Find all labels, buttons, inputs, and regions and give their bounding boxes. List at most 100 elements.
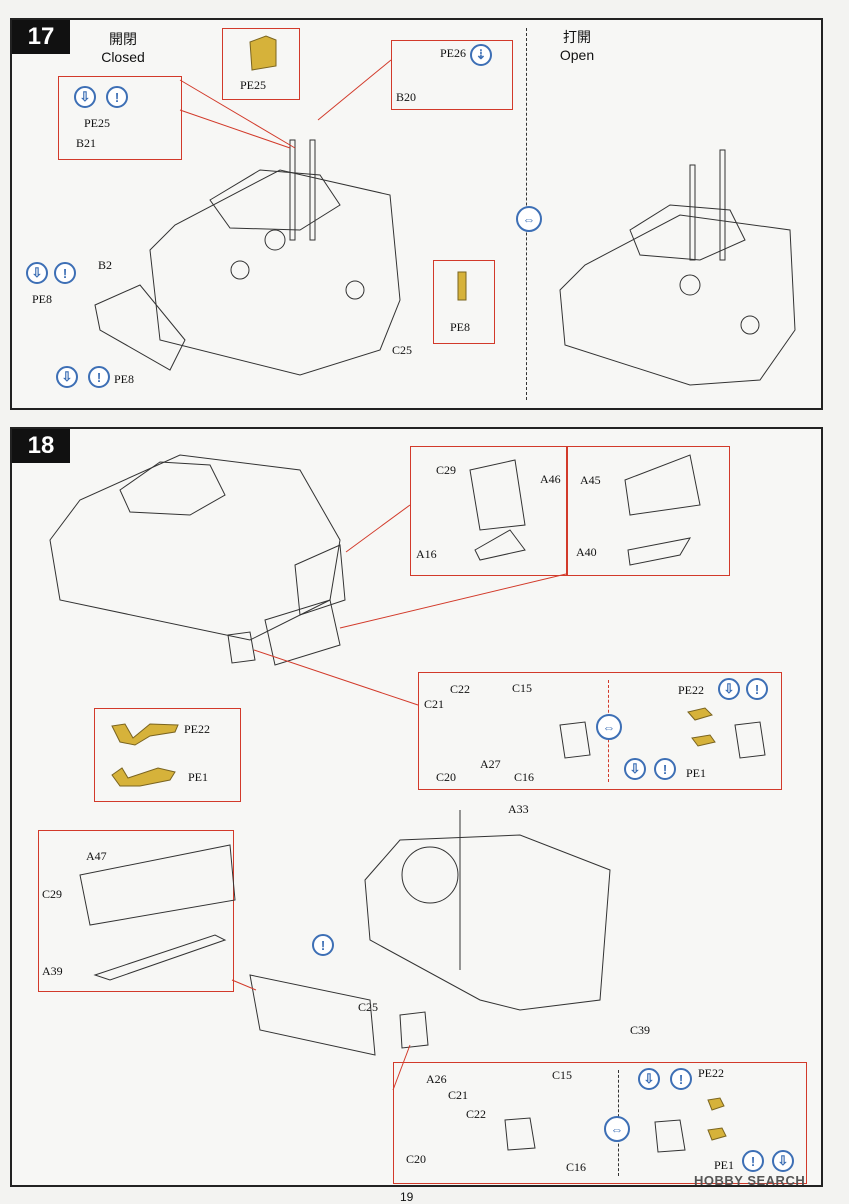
open-cjk: 打開 [563, 29, 591, 45]
hatch [345, 280, 365, 300]
part-label: A27 [480, 757, 501, 771]
part-label: A33 [508, 802, 529, 816]
part-label: C25 [392, 343, 413, 357]
bend-icon: ⇩ [56, 366, 78, 388]
part-label: C16 [514, 770, 535, 784]
hull-open [559, 214, 796, 386]
leader-line [179, 109, 291, 149]
leader-line [231, 979, 257, 991]
pe8-callout [433, 260, 495, 344]
plate-a39 [93, 934, 227, 981]
pe25-part [249, 35, 277, 71]
hatch [679, 274, 701, 296]
pe1-part [111, 767, 176, 787]
pe1-part [691, 734, 716, 747]
bend-icon: ⇩ [26, 262, 48, 284]
part-label: C22 [450, 682, 471, 696]
part-label: C16 [566, 1160, 587, 1174]
bracket [399, 1011, 429, 1049]
part-label: C29 [436, 463, 457, 477]
pe22-part [111, 723, 179, 746]
hull-lower [364, 834, 611, 1011]
rotate-view-icon: ⇔ [516, 206, 542, 232]
bend-icon: ⇩ [638, 1068, 660, 1090]
bracket [654, 1119, 686, 1153]
part-label: A47 [86, 849, 107, 863]
part-label: PE26 [440, 46, 467, 60]
glue-icon: ! [54, 262, 76, 284]
part-label: A40 [576, 545, 597, 559]
part-label: PE1 [714, 1158, 735, 1172]
step-18-panel [10, 427, 823, 1187]
closed-cjk: 開閉 [109, 31, 137, 47]
part-label: C15 [552, 1068, 573, 1082]
part-label: C15 [512, 681, 533, 695]
hull-closed [149, 169, 401, 376]
watermark-brand: HOBBY SEARCH [694, 1173, 806, 1188]
part-label: B2 [98, 258, 113, 272]
glue-icon: ! [88, 366, 110, 388]
turret-open [629, 204, 746, 261]
bracket [227, 631, 256, 664]
part-label: PE22 [698, 1066, 725, 1080]
bend-icon: ⇩ [772, 1150, 794, 1172]
glue-icon: ! [654, 758, 676, 780]
pe26-b20-callout [391, 40, 513, 110]
bracket [504, 1117, 536, 1151]
part-label: PE25 [240, 78, 267, 92]
bend-icon: ⇩ [718, 678, 740, 700]
part-label: C21 [424, 697, 445, 711]
bend-icon: ⇣ [470, 44, 492, 66]
leader-line [179, 79, 296, 149]
part-label: A46 [540, 472, 561, 486]
part-label: C22 [466, 1107, 487, 1121]
pe22-pe1-callout [94, 708, 241, 802]
c29-a46-callout [410, 446, 568, 576]
pe25-b21-callout [58, 76, 182, 160]
hull-upper [49, 454, 341, 641]
side-box [249, 974, 376, 1056]
front-plate [94, 284, 186, 371]
part-label: C20 [436, 770, 457, 784]
part-label: PE22 [184, 722, 211, 736]
part-label: A45 [580, 473, 601, 487]
stowage-box [264, 599, 341, 666]
leader-line [339, 573, 567, 629]
glue-icon: ! [742, 1150, 764, 1172]
part-label: C21 [448, 1088, 469, 1102]
part-label: PE1 [686, 766, 707, 780]
glue-icon: ! [106, 86, 128, 108]
turret-ring [401, 846, 459, 904]
closed-caption: 開閉 Closed [88, 30, 158, 66]
stowage-box [294, 544, 346, 616]
part-label: PE22 [678, 683, 705, 697]
leader-line [345, 504, 411, 553]
hatch [264, 229, 286, 251]
hatch [230, 260, 250, 280]
part-label: C29 [42, 887, 63, 901]
part-label: PE25 [84, 116, 111, 130]
hatch [740, 315, 760, 335]
rear-box [79, 844, 236, 926]
part-label: PE8 [32, 292, 53, 306]
turret-closed [209, 169, 341, 231]
hatch-post [309, 139, 316, 241]
rotate-view-icon: ⇔ [596, 714, 622, 740]
part-label: A26 [426, 1072, 447, 1086]
bracket [734, 721, 766, 759]
part-label: PE8 [114, 372, 135, 386]
pe22-part [687, 707, 713, 721]
box-a45 [624, 454, 701, 516]
a45-a40-callout [566, 446, 730, 576]
part-label: A39 [42, 964, 63, 978]
plate-a16 [474, 529, 526, 561]
bend-icon: ⇩ [624, 758, 646, 780]
part-label: A16 [416, 547, 437, 561]
a47-a39-callout [38, 830, 234, 992]
part-label: B21 [76, 136, 97, 150]
hatch-post [289, 139, 296, 241]
box-a46 [469, 459, 526, 531]
rotate-view-icon: ⇔ [604, 1116, 630, 1142]
hatch-post [689, 164, 696, 261]
